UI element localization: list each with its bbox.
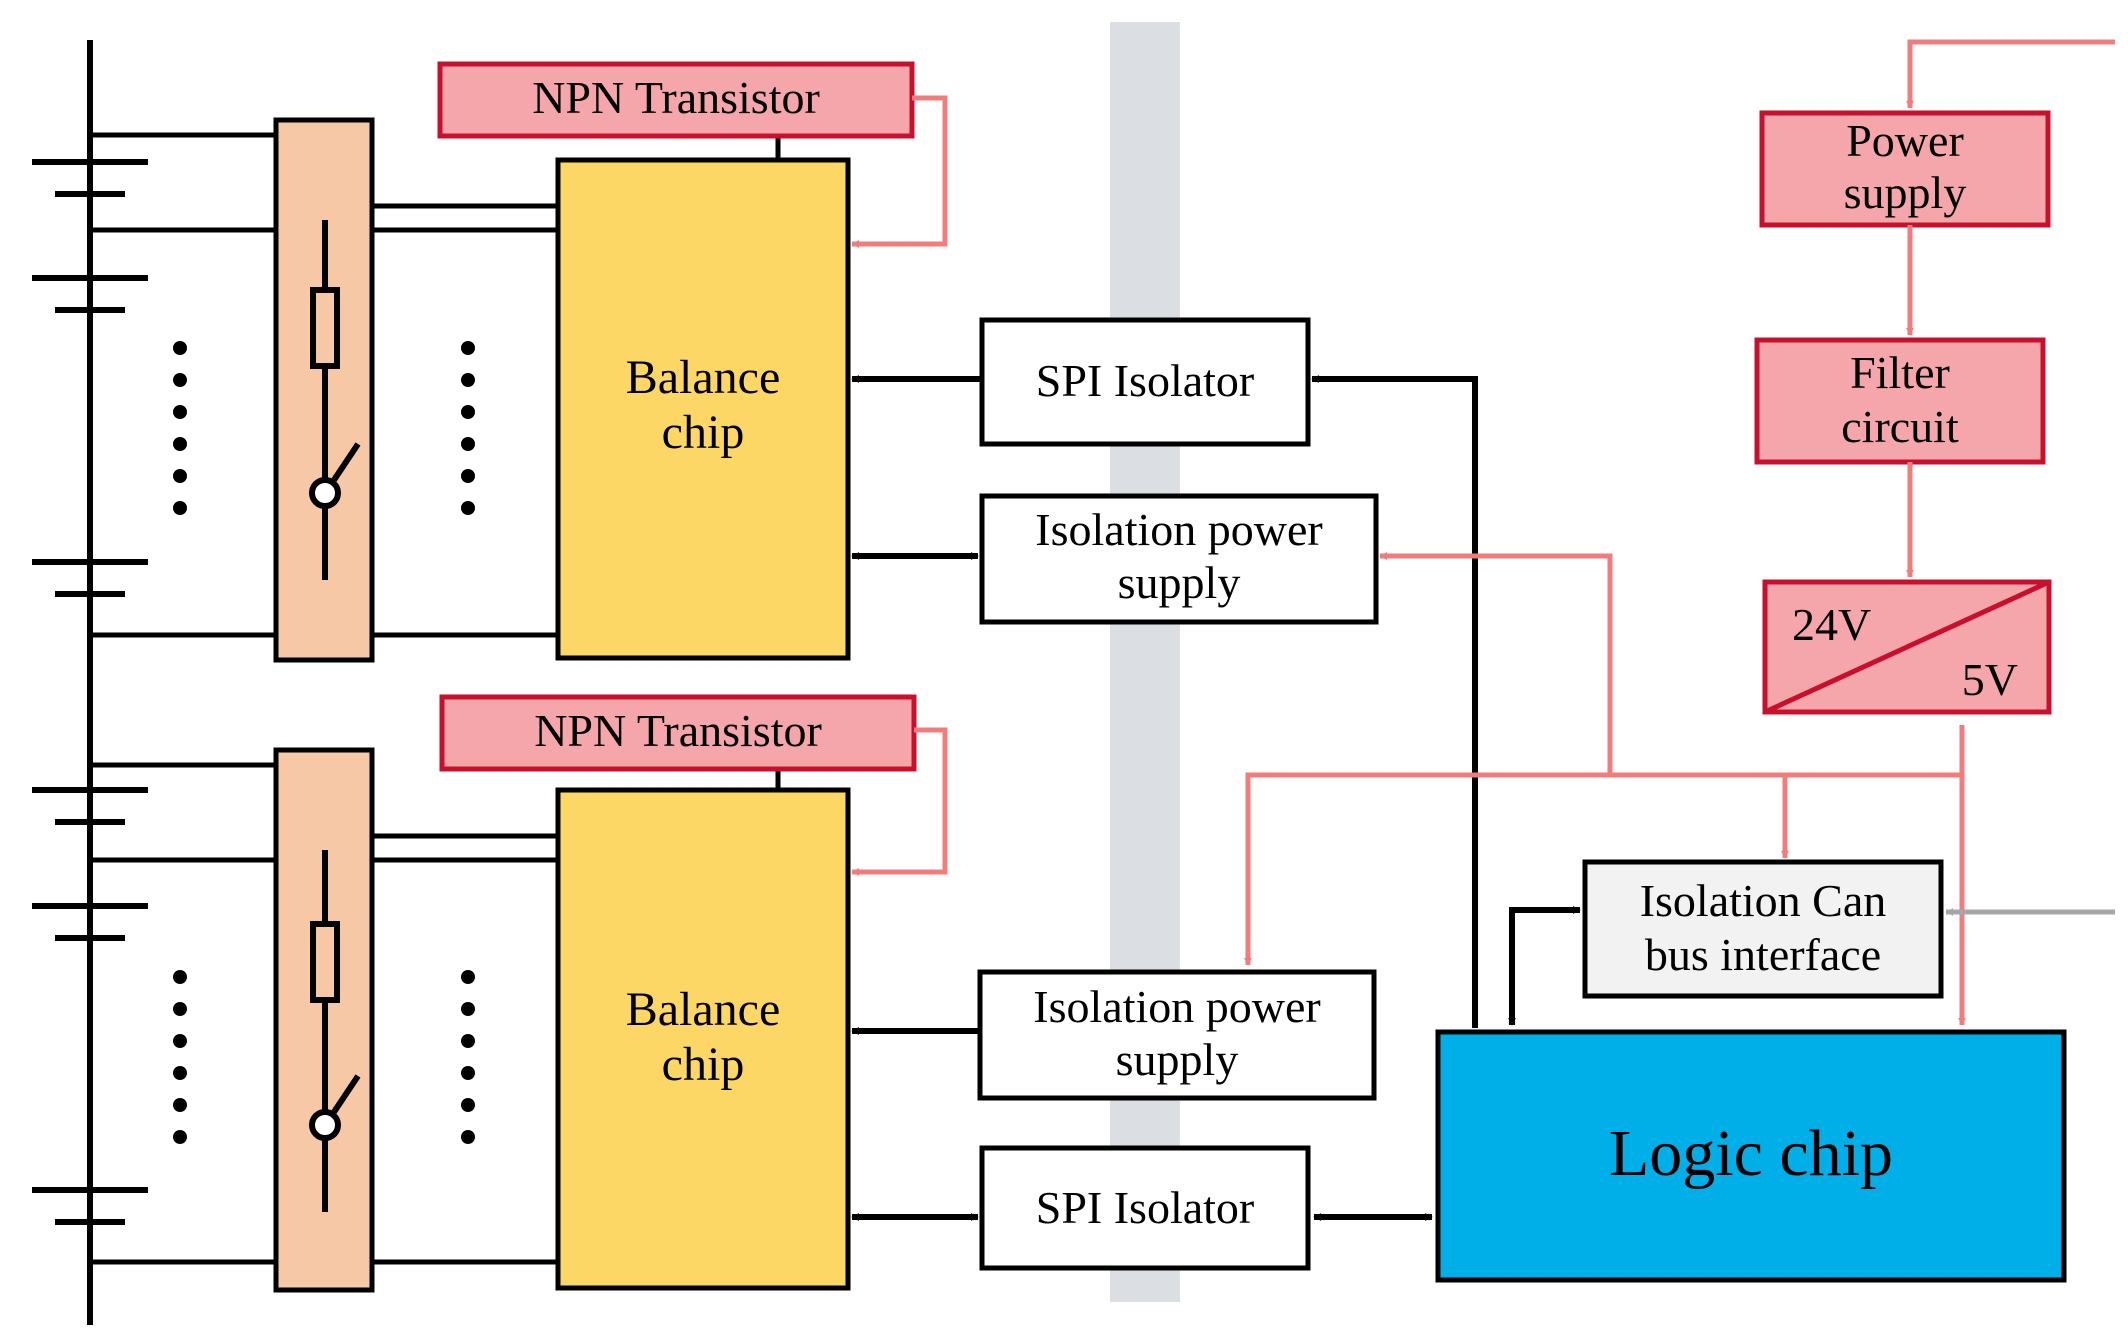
- spi-isolator-upper: [979, 317, 1311, 447]
- balance-switch-upper: [309, 220, 361, 580]
- isolation-power-lower: [977, 969, 1377, 1101]
- isolation-power-upper-label-2: supply: [1118, 557, 1241, 608]
- npn-transistor-upper-label: NPN Transistor: [532, 72, 820, 123]
- isolation-power-upper: [979, 493, 1379, 625]
- spi-isolator-lower: [979, 1145, 1311, 1271]
- isolation-power-lower-label-1: Isolation power: [1033, 981, 1320, 1032]
- isolation-barrier-band: [1110, 22, 1180, 1302]
- balance-switch-lower: [309, 850, 361, 1212]
- spi-isolator-upper-label: SPI Isolator: [1036, 355, 1255, 406]
- isolation-can-label-1: Isolation Can: [1640, 875, 1887, 926]
- npn-transistor-lower-label: NPN Transistor: [534, 705, 822, 756]
- isolation-power-lower-label-2: supply: [1116, 1034, 1239, 1085]
- balance-chip-upper-label-1: Balance: [626, 351, 781, 404]
- balance-chip-lower: [555, 787, 851, 1291]
- converter-input-label: 24V: [1792, 599, 1871, 650]
- dc-dc-converter-diagonal: [1763, 579, 2051, 715]
- isolation-power-upper-label-1: Isolation power: [1035, 504, 1322, 555]
- cell-ellipsis-dots: [173, 341, 475, 1144]
- spi-isolator-lower-label: SPI Isolator: [1036, 1182, 1255, 1233]
- battery-stack: [32, 40, 148, 1325]
- lower-wiring: [90, 762, 781, 1265]
- npn-to-balance-arrow-lower: [851, 727, 948, 876]
- balance-chip-upper-label-2: chip: [662, 406, 745, 459]
- logic-chip: [1435, 1029, 2067, 1283]
- isolation-can-interface: [1582, 859, 1944, 999]
- balance-chip-upper: [555, 157, 851, 661]
- power-supply-box: [1759, 110, 2051, 228]
- upper-wiring: [90, 132, 781, 638]
- npn-to-balance-arrow-upper: [851, 95, 948, 248]
- logic-to-spi-upper-line: [1311, 375, 1478, 1028]
- npn-transistor-lower: [439, 694, 917, 772]
- external-power-input-line: [1906, 39, 2115, 109]
- power-distribution-lines: [1244, 552, 1966, 1026]
- logic-chip-label: Logic chip: [1609, 1117, 1893, 1190]
- power-supply-label-2: supply: [1844, 167, 1967, 218]
- power-supply-label-1: Power: [1846, 115, 1964, 166]
- balance-chip-lower-label-2: chip: [662, 1038, 745, 1091]
- filter-circuit-label-1: Filter: [1850, 347, 1950, 398]
- balance-chip-lower-label-1: Balance: [626, 983, 781, 1036]
- converter-output-label: 5V: [1962, 654, 2018, 705]
- can-logic-link: [1508, 906, 1581, 1026]
- isolation-can-label-2: bus interface: [1645, 929, 1881, 980]
- filter-circuit-box: [1754, 337, 2046, 465]
- filter-circuit-label-2: circuit: [1841, 401, 1959, 452]
